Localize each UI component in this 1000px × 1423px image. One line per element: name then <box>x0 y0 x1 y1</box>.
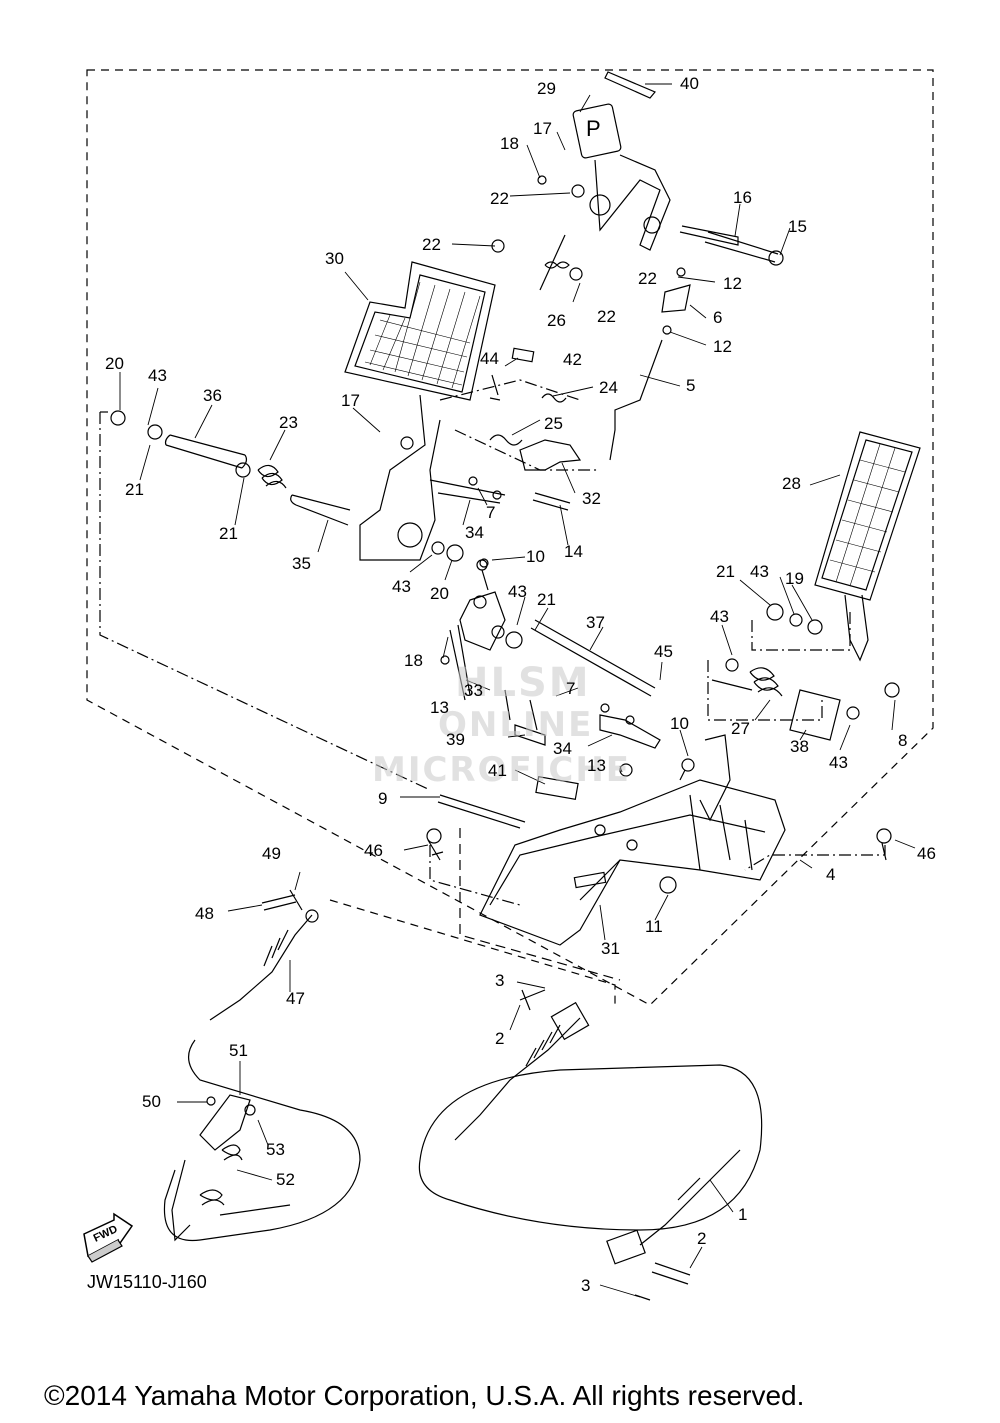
part-label: 21 <box>125 480 144 499</box>
part-label: 49 <box>262 844 281 863</box>
part-label: 43 <box>508 582 527 601</box>
part-label: 50 <box>142 1092 161 1111</box>
diagram-code: JW15110-J160 <box>87 1272 207 1292</box>
part-label: 53 <box>266 1140 285 1159</box>
part-label: 37 <box>586 613 605 632</box>
part-label: 11 <box>645 917 663 936</box>
part-label: 12 <box>713 337 732 356</box>
part-label: 15 <box>788 217 807 236</box>
part-label: 12 <box>723 274 742 293</box>
part-label: 18 <box>500 134 519 153</box>
part-label: 17 <box>533 119 552 138</box>
part-label: 21 <box>537 590 556 609</box>
part-label: 21 <box>219 524 238 543</box>
part-label: 34 <box>553 739 572 758</box>
part-label: 10 <box>670 714 689 733</box>
part-label: 46 <box>364 841 383 860</box>
part-label: 16 <box>733 188 752 207</box>
part-label: 41 <box>488 761 507 780</box>
part-label: 47 <box>286 989 305 1008</box>
part-label: 44 <box>480 349 499 368</box>
part-label: 42 <box>563 350 582 369</box>
part-label: 6 <box>713 308 723 327</box>
part-label: 2 <box>495 1029 505 1048</box>
part-label: 35 <box>292 554 311 573</box>
part-label: 21 <box>716 562 735 581</box>
part-label: 51 <box>229 1041 248 1060</box>
part-label: 22 <box>490 189 509 208</box>
watermark-line-2: ONLINE <box>438 705 594 745</box>
part-label: 5 <box>686 376 696 395</box>
part-label: 31 <box>601 939 620 958</box>
part-label: 22 <box>638 269 657 288</box>
part-label: 20 <box>430 584 449 603</box>
part-label: 32 <box>582 489 601 508</box>
group-box-left <box>99 412 431 791</box>
part-label: 29 <box>537 79 556 98</box>
part-label: 38 <box>790 737 809 756</box>
assembly-boundary <box>86 69 934 1006</box>
part-label: 43 <box>710 607 729 626</box>
part-label: 4 <box>826 865 836 884</box>
part-label: 34 <box>465 523 484 542</box>
part-label: 39 <box>446 730 465 749</box>
part-label: 43 <box>750 562 769 581</box>
part-label: 33 <box>464 681 483 700</box>
part-label: 13 <box>587 756 606 775</box>
part-label: 10 <box>526 547 545 566</box>
part-label: 43 <box>392 577 411 596</box>
part-label: 52 <box>276 1170 295 1189</box>
part-label: 2 <box>697 1229 707 1248</box>
part-label: 26 <box>547 311 566 330</box>
part-label: 43 <box>829 753 848 772</box>
part-label: 7 <box>566 679 576 698</box>
part-label: 17 <box>341 391 360 410</box>
part-label: 3 <box>495 971 505 990</box>
part-label: 36 <box>203 386 222 405</box>
part-label: 43 <box>148 366 167 385</box>
part-label: 24 <box>599 378 618 397</box>
part-label: 23 <box>279 413 298 432</box>
parking-pedal-letter: P <box>586 116 601 141</box>
part-label: 20 <box>105 354 124 373</box>
part-label: 27 <box>731 719 750 738</box>
part-label: 13 <box>430 698 449 717</box>
part-label: 46 <box>917 844 936 863</box>
base-bracket <box>479 779 786 946</box>
part-label: 30 <box>325 249 344 268</box>
parking-pedal-pad <box>572 103 622 159</box>
watermark-line-3: MICROFICHE <box>372 750 632 790</box>
part-label: 48 <box>195 904 214 923</box>
brake-pedal-pad <box>344 261 496 401</box>
part-label: 14 <box>564 542 583 561</box>
part-label: 3 <box>581 1276 591 1295</box>
part-label: 1 <box>738 1205 748 1224</box>
part-label: 22 <box>597 307 616 326</box>
part-label: 9 <box>378 789 388 808</box>
part-label: 22 <box>422 235 441 254</box>
part-label: 8 <box>898 731 908 750</box>
part-label: 28 <box>782 474 801 493</box>
accel-pedal-pad <box>814 431 921 601</box>
part-label: 19 <box>785 569 804 588</box>
part-label: 45 <box>654 642 673 661</box>
copyright-notice: ©2014 Yamaha Motor Corporation, U.S.A. A… <box>44 1380 805 1411</box>
part-label: 18 <box>404 651 423 670</box>
part-label: 25 <box>544 414 563 433</box>
part-label: 7 <box>486 503 496 522</box>
part-label: 40 <box>680 74 699 93</box>
fwd-arrow-icon <box>83 1212 134 1263</box>
watermark-line-1: HLSM <box>455 660 591 706</box>
